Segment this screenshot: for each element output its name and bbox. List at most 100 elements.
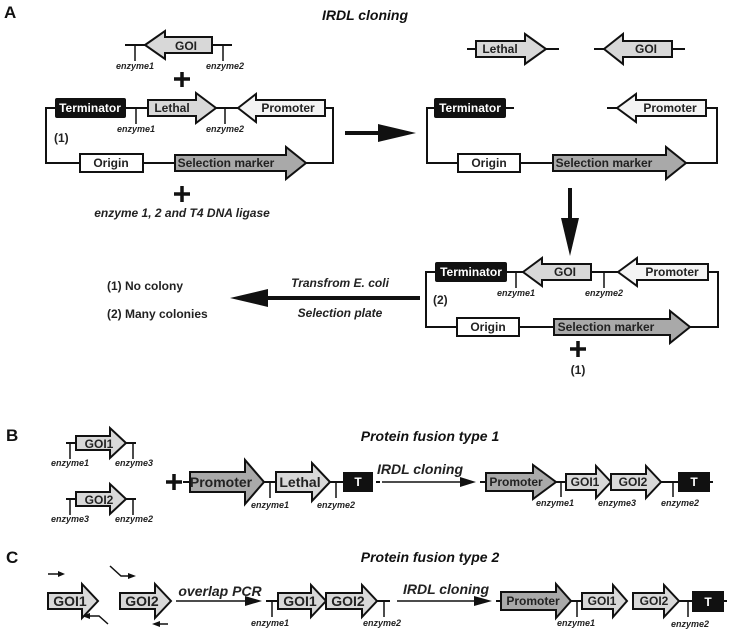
terminator-box (55, 98, 126, 118)
transform-label: Transfrom E. coli (291, 276, 389, 290)
lethal-arrow (275, 460, 332, 504)
digested-vector: Terminator Promoter Origin Selection mar… (426, 92, 718, 182)
goi2-label: GOI2 (85, 493, 114, 507)
result-2: (2) Many colonies (107, 307, 208, 321)
goi1-label: GOI1 (571, 475, 600, 489)
promoter-arrow (500, 581, 573, 621)
selection-marker-arrow (174, 144, 308, 182)
promoter-label: Promoter (506, 594, 560, 608)
step-arrow (382, 477, 476, 487)
origin-label: Origin (471, 156, 506, 170)
goi2-label: GOI2 (125, 593, 159, 609)
reagents-label: enzyme 1, 2 and T4 DNA ligase (94, 206, 270, 220)
terminator-label: Terminator (439, 101, 501, 115)
promoter-arrow (485, 463, 558, 501)
goi-label: GOI (635, 42, 657, 56)
promoter-arrow (189, 457, 266, 507)
selection-marker-arrow (552, 144, 688, 182)
goi2-fragment: GOI2 enzyme3 enzyme2 (51, 481, 153, 524)
promoter-label: Promoter (645, 265, 699, 279)
step-label: IRDL cloning (377, 461, 464, 477)
goi2-label: GOI2 (331, 593, 365, 609)
promoter-arrow (236, 91, 326, 125)
plus-tag: (1) (571, 363, 586, 377)
step1-arrow (176, 596, 262, 606)
origin-label: Origin (93, 156, 128, 170)
promoter-arrow (615, 92, 707, 124)
site-label: enzyme2 (115, 514, 153, 524)
selection-marker-arrow (553, 308, 692, 346)
site-label: enzyme1 (116, 61, 154, 71)
goi1-label: GOI1 (283, 593, 317, 609)
lethal-label: Lethal (279, 474, 320, 490)
right-arrow (345, 124, 416, 142)
panel-c-letter: C (6, 548, 18, 567)
selection-marker-label: Selection marker (556, 156, 653, 170)
vector-tag: (1) (54, 131, 69, 145)
terminator-box (435, 262, 507, 282)
left-arrow (230, 289, 420, 307)
selection-marker-label: Selection marker (178, 156, 275, 170)
goi1-arrow (565, 463, 613, 501)
site-label: enzyme3 (115, 458, 153, 468)
terminator-label: T (704, 595, 712, 609)
selection-marker-label: Selection marker (558, 320, 655, 334)
goi1-arrow (581, 582, 629, 620)
site-label: enzyme2 (363, 618, 401, 628)
goi-arrow (143, 29, 213, 61)
terminator-box (434, 98, 506, 118)
goi2-label: GOI2 (619, 475, 648, 489)
origin-label: Origin (470, 320, 505, 334)
down-arrow (561, 188, 579, 256)
vector-b: Promoter Lethal T enzyme1 enzyme2 (183, 457, 380, 510)
site-label: enzyme2 (206, 61, 244, 71)
origin-box (457, 153, 521, 173)
terminator-label: Terminator (59, 101, 121, 115)
goi1-label: GOI1 (53, 593, 87, 609)
site-label: enzyme1 (251, 500, 289, 510)
plus-sign (570, 341, 586, 357)
site-label: enzyme2 (206, 124, 244, 134)
product-c: Promoter GOI1 GOI2 T enzyme1 enzyme2 (496, 581, 727, 629)
panel-b-title: Protein fusion type 1 (361, 428, 500, 444)
origin-box (456, 317, 520, 337)
product-b: Promoter GOI1 GOI2 T enzyme1 enzyme3 enz… (480, 463, 713, 508)
goi1-label: GOI1 (85, 437, 114, 451)
site-label: enzyme1 (251, 618, 289, 628)
terminator-label: T (690, 475, 698, 489)
terminator-box (343, 472, 373, 492)
site-label: enzyme1 (497, 288, 535, 298)
result-1: (1) No colony (107, 279, 183, 293)
site-label: enzyme2 (661, 498, 699, 508)
step1-label: overlap PCR (178, 583, 262, 599)
site-label: enzyme1 (557, 618, 595, 628)
goi-label: GOI (554, 265, 576, 279)
goi2-arrow (610, 463, 663, 501)
site-label: enzyme1 (536, 498, 574, 508)
insert-goi: GOI enzyme1 enzyme2 (116, 29, 244, 71)
promoter-label: Promoter (261, 101, 315, 115)
promoter-label: Promoter (489, 475, 543, 489)
step2-label: IRDL cloning (403, 581, 490, 597)
plate-label: Selection plate (298, 306, 383, 320)
plus-sign (174, 72, 190, 87)
site-label: enzyme2 (585, 288, 623, 298)
terminator-label: T (354, 475, 362, 489)
panel-c-title: Protein fusion type 2 (361, 549, 500, 565)
panel-b-letter: B (6, 426, 18, 445)
promoter-arrow (616, 256, 709, 288)
site-label: enzyme1 (51, 458, 89, 468)
origin-box (79, 153, 144, 173)
lethal-label: Lethal (482, 42, 517, 56)
plus-sign (174, 186, 190, 202)
lethal-fragment (475, 32, 548, 66)
lethal-label: Lethal (154, 101, 189, 115)
site-label: enzyme3 (598, 498, 636, 508)
promoter-label: Promoter (643, 101, 697, 115)
vector-tag: (2) (433, 293, 448, 307)
panel-a-title: IRDL cloning (322, 7, 409, 23)
plus-sign (166, 474, 182, 490)
goi2-label: GOI2 (640, 594, 669, 608)
fused-construct: GOI1 GOI2 enzyme1 enzyme2 (251, 582, 401, 628)
